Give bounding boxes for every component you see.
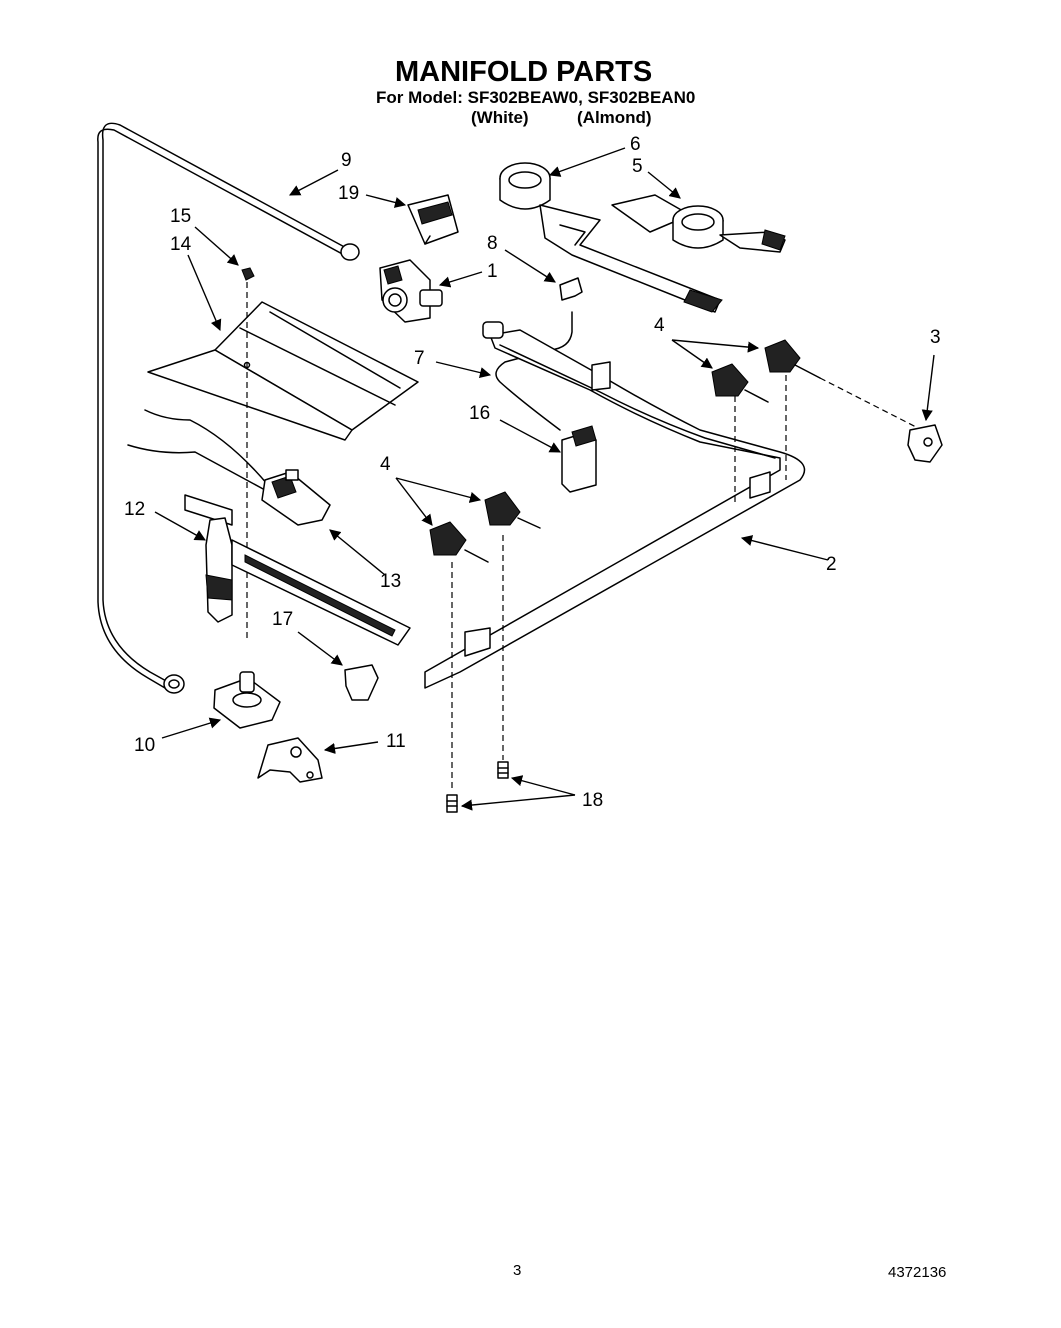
variant-almond-label: (Almond): [577, 108, 652, 127]
part-19-bracket: [407, 194, 459, 245]
document-code: 4372136: [888, 1264, 947, 1281]
page-title: MANIFOLD PARTS: [395, 56, 653, 88]
callout-12: 12: [124, 499, 145, 520]
part-6-burner: [499, 162, 723, 313]
variant-white-label: (White): [471, 108, 529, 127]
part-9-gas-tube: [97, 122, 360, 694]
part-4-valves-left: [429, 491, 541, 790]
callout-5: 5: [632, 156, 643, 177]
callout-6: 6: [630, 134, 641, 155]
callout-19: 19: [338, 183, 359, 204]
page-number: 3: [513, 1262, 522, 1279]
callout-4-left: 4: [380, 454, 391, 475]
part-16-igniter-module: [495, 311, 597, 493]
part-13-igniter: [127, 409, 331, 526]
callout-labels: 9 19 15 14 6 5 8 1 7 16 4 3 4 2 12 13 17…: [124, 134, 941, 811]
callout-7: 7: [414, 348, 425, 369]
part-10-plate: [213, 671, 281, 729]
part-1-valve: [379, 259, 443, 323]
part-18-screws: [446, 761, 509, 813]
callout-10: 10: [134, 735, 155, 756]
callout-17: 17: [272, 609, 293, 630]
callout-15: 15: [170, 206, 191, 227]
callout-2: 2: [826, 554, 837, 575]
part-8-clip: [559, 277, 583, 301]
callout-11: 11: [386, 731, 406, 752]
part-2-manifold-pipe: [424, 321, 806, 689]
callout-3: 3: [930, 327, 941, 348]
leader-lines: [154, 147, 935, 811]
callout-18: 18: [582, 790, 603, 811]
callout-13: 13: [380, 571, 401, 592]
part-5-burner: [611, 194, 786, 253]
callout-4-right: 4: [654, 315, 665, 336]
part-17-clip: [344, 664, 379, 701]
part-12-oven-burner: [184, 494, 411, 646]
part-4-valves-right: [711, 339, 919, 505]
model-subtitle: For Model: SF302BEAW0, SF302BEAN0: [376, 88, 696, 107]
callout-16: 16: [469, 403, 490, 424]
callout-14: 14: [170, 234, 192, 255]
part-14-baffle: [147, 267, 419, 640]
part-11-bracket: [257, 737, 323, 783]
callout-9: 9: [341, 150, 352, 171]
callout-1: 1: [487, 261, 498, 282]
part-3-switch: [907, 424, 943, 463]
callout-8: 8: [487, 233, 498, 254]
